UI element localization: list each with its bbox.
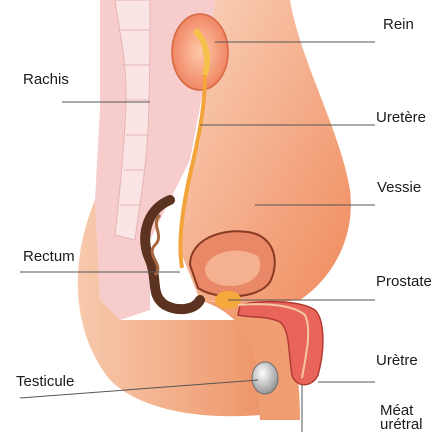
- label-uretre: Urètre: [376, 353, 418, 368]
- label-rectum: Rectum: [23, 249, 75, 264]
- label-rein: Rein: [383, 17, 414, 32]
- label-meat-line2: urétral: [380, 418, 440, 432]
- label-vessie: Vessie: [377, 180, 421, 195]
- label-testicule: Testicule: [16, 374, 74, 389]
- testicle: [252, 362, 278, 394]
- label-meat-uretral: Méat urétral: [380, 404, 440, 433]
- label-rachis: Rachis: [23, 72, 69, 87]
- kidney: [172, 14, 228, 90]
- label-prostate: Prostate: [376, 274, 432, 289]
- label-uretere: Uretère: [376, 110, 426, 125]
